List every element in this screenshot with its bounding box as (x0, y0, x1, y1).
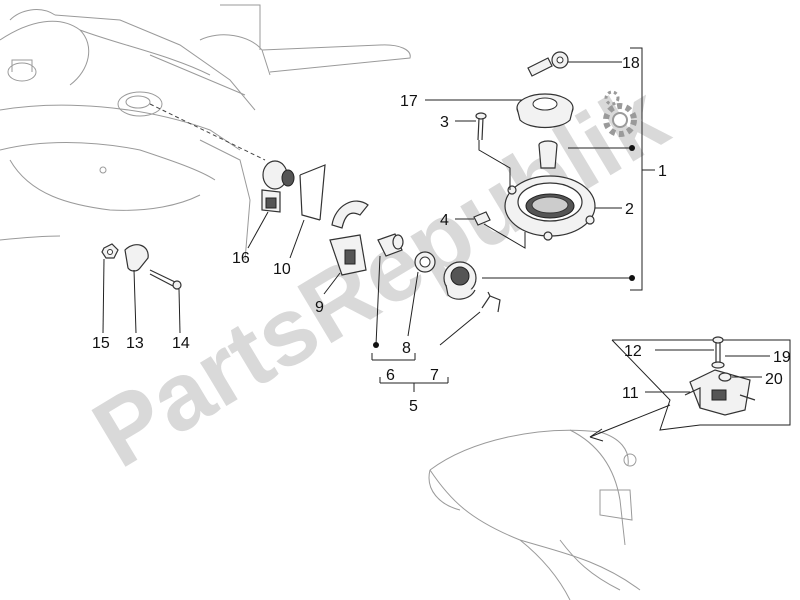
callout-labels: 1 2 3 4 5 6 7 8 9 10 11 12 13 14 15 16 1… (92, 55, 791, 415)
callout-10: 10 (273, 261, 291, 278)
filler-neck-insert (538, 140, 558, 169)
callout-4: 4 (440, 212, 449, 229)
callout-17: 17 (400, 93, 418, 110)
gear-icon (603, 90, 637, 137)
callout-12: 12 (624, 343, 642, 360)
screw-part-14 (149, 269, 182, 290)
washer-part-19 (711, 361, 725, 369)
callout-19: 19 (773, 349, 791, 366)
seat-lock-pointer (589, 404, 671, 438)
key-part (527, 51, 569, 77)
callout-18: 18 (622, 55, 640, 72)
seat-lock-part-11 (684, 369, 756, 416)
bracket-part-9 (329, 200, 369, 276)
o-ring-part-8 (414, 251, 436, 273)
nut-part-15 (101, 243, 119, 259)
callout-1: 1 (658, 163, 667, 180)
spring-clip-part-7 (481, 291, 501, 313)
callout-13: 13 (126, 335, 144, 352)
callout-5: 5 (409, 398, 418, 415)
lever-part-13 (124, 244, 149, 272)
callout-11: 11 (622, 385, 639, 402)
watermark-text: PartsRepublik (76, 64, 685, 488)
ignition-switch-part (261, 160, 295, 213)
barrel-part-6 (377, 233, 404, 257)
callout-7: 7 (430, 367, 439, 384)
callout-6: 6 (386, 367, 395, 384)
seat-lock-detail-bubble (611, 339, 791, 431)
callout-20: 20 (765, 371, 783, 388)
callout-3: 3 (440, 114, 449, 131)
callout-16: 16 (232, 250, 250, 267)
scooter-front-outline (0, 4, 411, 261)
screw-part-12 (712, 336, 724, 362)
callout-8: 8 (402, 340, 411, 357)
wire-clip-part-10 (299, 164, 326, 221)
screw-part-3 (475, 112, 487, 141)
callout-9: 9 (315, 299, 324, 316)
lock-cylinder-part (443, 261, 477, 300)
leader-lines (102, 47, 770, 393)
scooter-rear-outline (428, 429, 641, 600)
clip-part-4 (473, 211, 491, 226)
nut-part-20 (718, 372, 732, 382)
callout-2: 2 (625, 201, 634, 218)
tank-flange-part (504, 175, 596, 241)
callout-15: 15 (92, 335, 110, 352)
ignition-position-leader (149, 103, 266, 161)
callout-14: 14 (172, 335, 190, 352)
fuel-cap-part (516, 93, 574, 129)
